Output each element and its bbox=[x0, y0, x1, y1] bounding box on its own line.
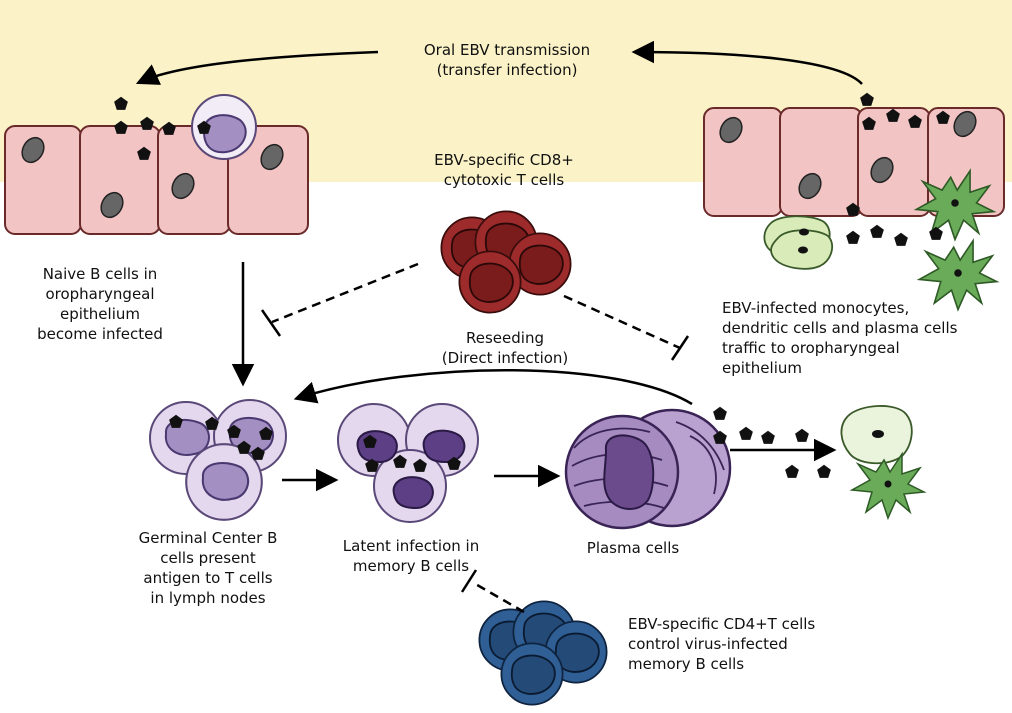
transmission-arrow-left bbox=[135, 50, 379, 85]
monocytes-label: EBV-infected monocytes,dendritic cells a… bbox=[722, 299, 958, 377]
cd4-inhibition-line bbox=[460, 569, 525, 614]
reseeding-arrow bbox=[293, 368, 693, 406]
cd4-t-cells bbox=[478, 600, 608, 706]
left-epithelial-cells bbox=[4, 125, 309, 235]
cd8-label: EBV-specific CD8+cytotoxic T cells bbox=[434, 151, 574, 189]
naive-b-cell-epithelium bbox=[191, 94, 257, 160]
plasma-cells bbox=[564, 408, 732, 530]
latent-memory-b-cells bbox=[337, 403, 479, 523]
right-epithelial-cells bbox=[703, 107, 1005, 217]
reseeding-label: Reseeding(Direct infection) bbox=[441, 329, 569, 367]
transmission-label: Oral EBV transmission(transfer infection… bbox=[423, 41, 591, 79]
germinal-center-b-cells bbox=[149, 399, 287, 521]
plasma-cells-label: Plasma cells bbox=[586, 539, 680, 557]
cd8-inhibition-lines bbox=[260, 262, 690, 361]
cd8-t-cells bbox=[440, 210, 572, 314]
right-monocytes bbox=[763, 215, 834, 270]
bottom-right-cells bbox=[840, 405, 925, 519]
transmission-arrow-right bbox=[631, 40, 863, 85]
